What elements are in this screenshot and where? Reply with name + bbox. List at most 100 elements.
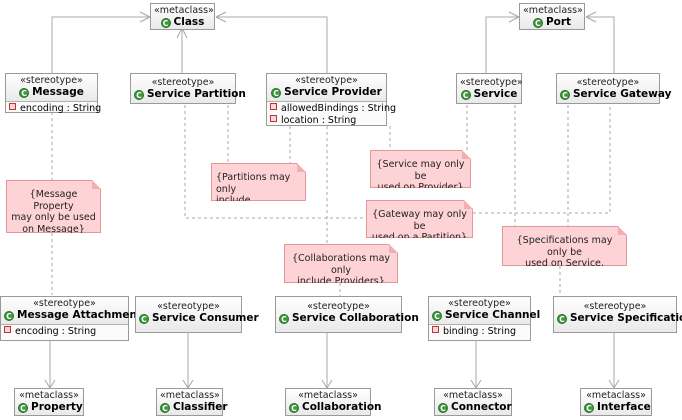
metaclass-classifier-name: Classifier xyxy=(173,401,228,413)
stereotype-service-provider-name: Service Provider xyxy=(284,86,382,98)
attribute-row[interactable]: encoding : String xyxy=(8,103,101,115)
attribute-row[interactable]: allowedBindings : String xyxy=(269,103,396,115)
attribute-text: location : String xyxy=(281,115,357,126)
stereotype-service-channel-name: Service Channel xyxy=(445,309,541,321)
class-icon: C xyxy=(560,90,570,100)
class-icon: C xyxy=(18,403,28,413)
metaclass-keyword: «metaclass» xyxy=(160,390,220,401)
generalization-gateway-port xyxy=(586,16,615,73)
class-icon: C xyxy=(584,403,594,413)
stereotype-message-attachment-name: Message Attachment xyxy=(17,309,142,321)
anchor-gateway-note-partition xyxy=(184,105,366,219)
metaclass-collaboration-name: Collaboration xyxy=(302,401,382,413)
attribute-text: binding : String xyxy=(443,326,517,337)
generalization-provider-class xyxy=(216,16,328,73)
attribute-row[interactable]: binding : String xyxy=(431,326,528,338)
anchor-gateway-note-gateway xyxy=(473,105,611,214)
note-service-provider[interactable]: {Service may only be used on Provider} xyxy=(370,150,471,188)
attribute-icon xyxy=(270,103,277,110)
class-icon: C xyxy=(134,90,144,100)
attribute-icon xyxy=(4,326,11,333)
stereotype-keyword: «stereotype» xyxy=(295,75,358,86)
metaclass-keyword: «metaclass» xyxy=(523,5,583,16)
attribute-row[interactable]: encoding : String xyxy=(3,326,126,338)
attribute-row[interactable]: location : String xyxy=(269,115,384,127)
class-icon: C xyxy=(160,18,171,28)
metaclass-keyword: «metaclass» xyxy=(298,390,358,401)
attribute-icon xyxy=(432,326,439,333)
note-line: used on Provider} xyxy=(377,182,464,193)
metaclass-property-name: Property xyxy=(31,401,83,413)
stereotype-keyword: «stereotype» xyxy=(307,301,370,312)
note-gateway[interactable]: {Gateway may only be used on a Partition… xyxy=(366,200,473,238)
note-line: {Partitions may only xyxy=(216,172,291,195)
class-icon: C xyxy=(160,403,170,413)
note-line: {Collaborations may only xyxy=(291,253,391,276)
metaclass-keyword: «metaclass» xyxy=(443,390,503,401)
stereotype-service-collaboration-name: Service Collaboration xyxy=(292,312,419,324)
generalization-message-class xyxy=(51,16,150,73)
class-icon: C xyxy=(289,403,299,413)
metaclass-keyword: «metaclass» xyxy=(154,5,214,16)
stereotype-keyword: «stereotype» xyxy=(157,301,220,312)
attribute-text: allowedBindings : String xyxy=(281,103,396,114)
class-icon: C xyxy=(279,314,289,324)
stereotype-message-name: Message xyxy=(32,86,84,98)
note-line: {Service may only be xyxy=(376,159,465,182)
stereotype-keyword: «stereotype» xyxy=(151,77,215,88)
class-icon: C xyxy=(438,403,448,413)
attribute-text: encoding : String xyxy=(15,326,97,337)
class-icon: C xyxy=(139,314,149,324)
stereotype-keyword: «stereotype» xyxy=(33,298,96,309)
note-partitions[interactable]: {Partitions may only include Providers} xyxy=(211,163,306,201)
class-icon: C xyxy=(532,18,543,28)
metaclass-keyword: «metaclass» xyxy=(586,390,646,401)
metaclass-keyword: «metaclass» xyxy=(19,390,79,401)
metaclass-port-name: Port xyxy=(545,16,572,28)
class-icon: C xyxy=(19,88,30,98)
note-line: {Gateway may only be xyxy=(372,209,467,232)
note-line: include Providers} xyxy=(297,276,385,287)
stereotype-keyword: «stereotype» xyxy=(576,77,640,88)
note-line: {Message Property xyxy=(29,189,78,212)
class-icon: C xyxy=(460,90,471,100)
note-line: {Specifications may only be xyxy=(516,235,613,258)
stereotype-service-gateway-name: Service Gateway xyxy=(573,88,672,100)
note-line: may only be used xyxy=(11,212,96,223)
stereotype-keyword: «stereotype» xyxy=(583,301,647,312)
class-icon: C xyxy=(557,314,567,324)
note-specifications[interactable]: {Specifications may only be used on Serv… xyxy=(502,226,627,266)
stereotype-service-partition-name: Service Partition xyxy=(147,88,246,100)
attribute-icon xyxy=(9,103,16,110)
attribute-icon xyxy=(270,115,277,122)
note-message-property[interactable]: {Message Property may only be used on Me… xyxy=(6,180,101,233)
generalization-service-port xyxy=(485,16,519,73)
stereotype-keyword: «stereotype» xyxy=(460,77,523,88)
stereotype-service-specification-name: Service Specification xyxy=(570,312,682,324)
stereotype-keyword: «stereotype» xyxy=(20,75,83,86)
attribute-text: encoding : String xyxy=(20,103,102,114)
note-collaborations[interactable]: {Collaborations may only include Provide… xyxy=(284,244,398,283)
note-line: used on a Partition} xyxy=(371,232,468,243)
stereotype-keyword: «stereotype» xyxy=(448,298,511,309)
class-icon: C xyxy=(4,311,14,321)
class-icon: C xyxy=(271,88,282,98)
